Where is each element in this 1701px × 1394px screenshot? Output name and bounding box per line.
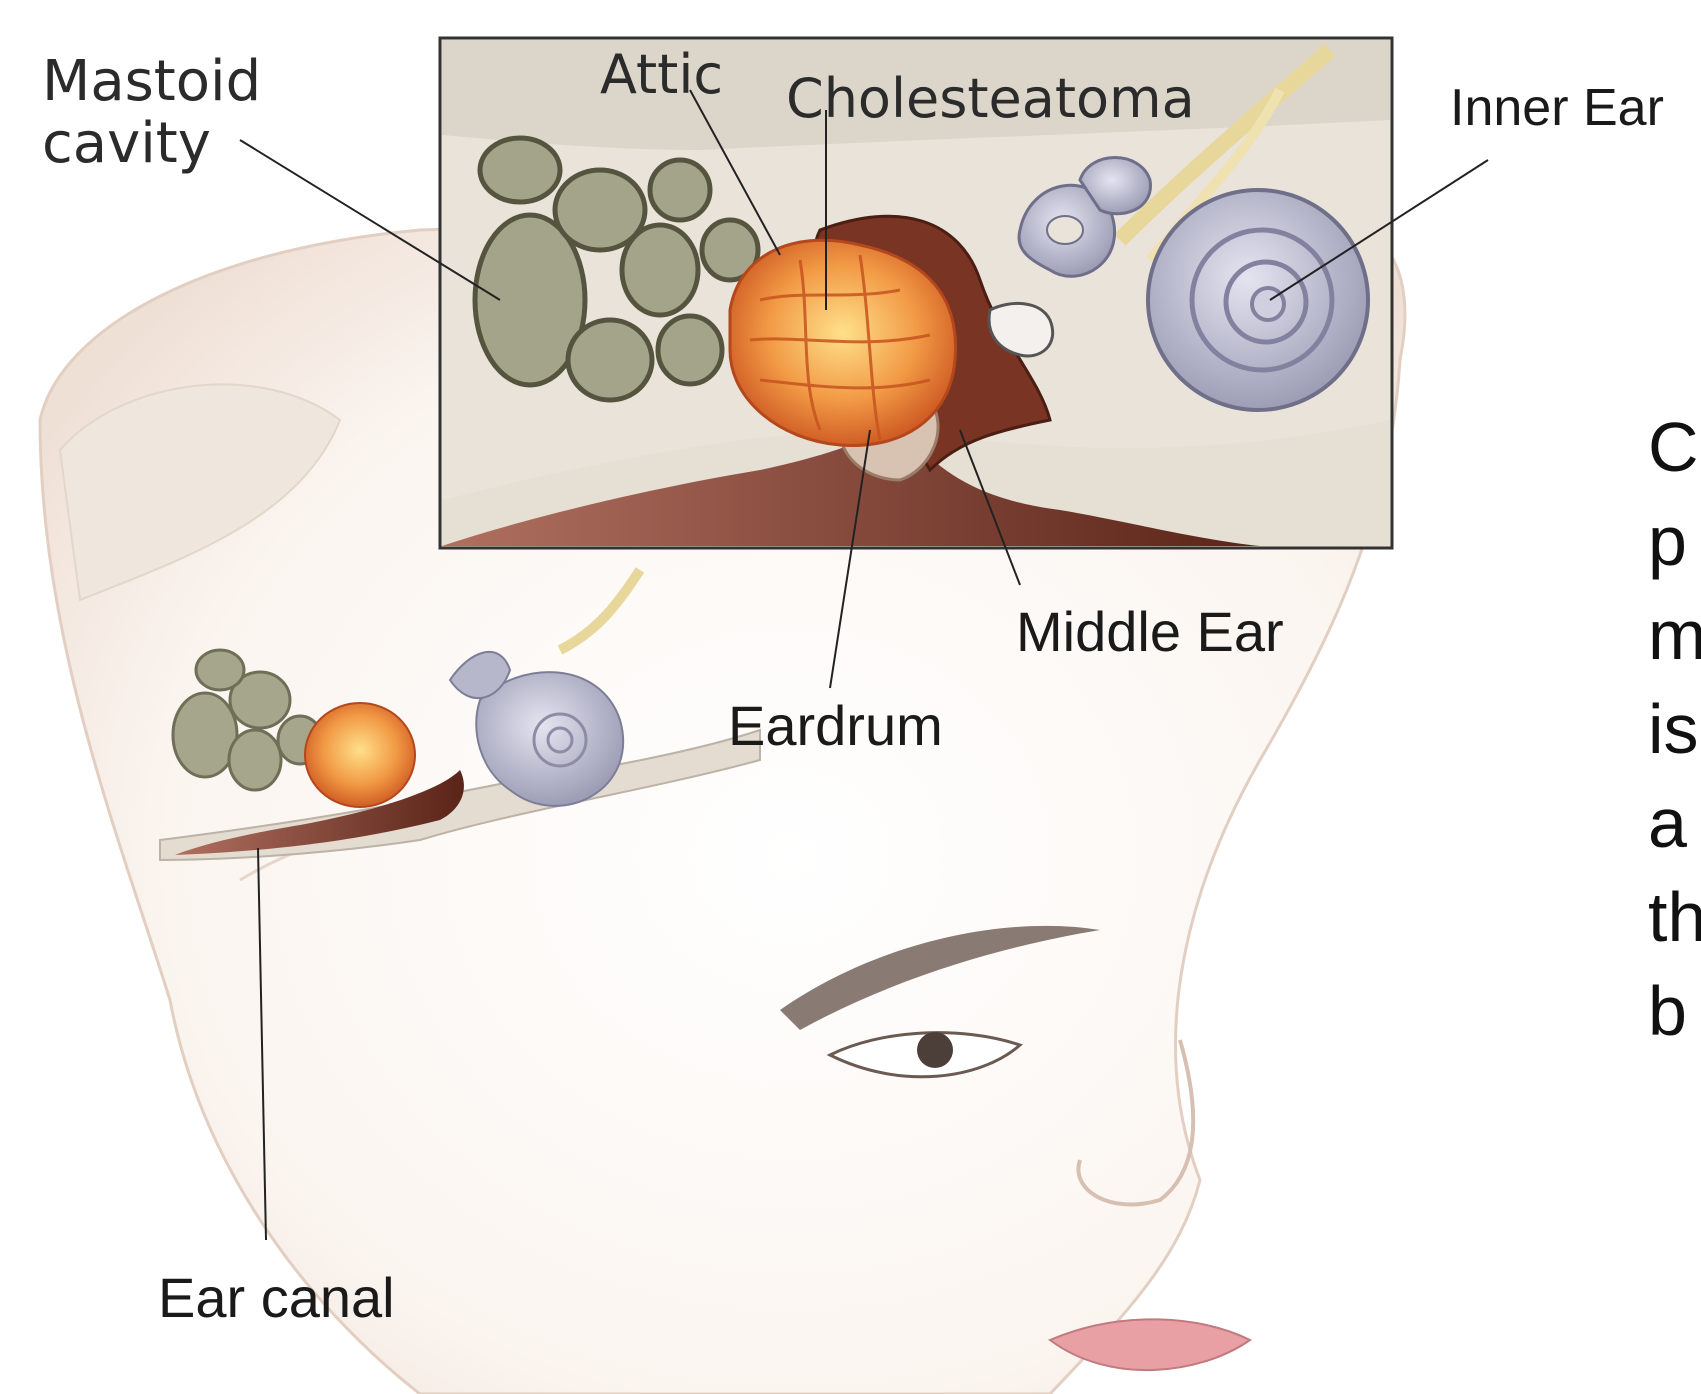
side-text-fragment: m [1648,588,1701,682]
eardrum-label: Eardrum [728,698,943,754]
side-text-fragment: th [1648,870,1701,964]
cholesteatoma-label: Cholesteatoma [786,72,1195,126]
inner-ear-label: Inner Ear [1450,82,1664,134]
middle-ear-label: Middle Ear [1016,604,1284,660]
side-text-fragment: b [1648,964,1701,1058]
side-text-fragment: a [1648,776,1701,870]
ear-canal-label: Ear canal [158,1270,395,1326]
mastoid-label-line1: Mastoid [42,54,261,110]
side-text-fragment: C [1648,400,1701,494]
attic-label: Attic [600,48,723,102]
side-text-fragment: is [1648,682,1701,776]
side-text-fragment: p [1648,494,1701,588]
side-text-column: C p m is a th b [1648,400,1701,1058]
mastoid-label-line2: cavity [42,116,211,172]
